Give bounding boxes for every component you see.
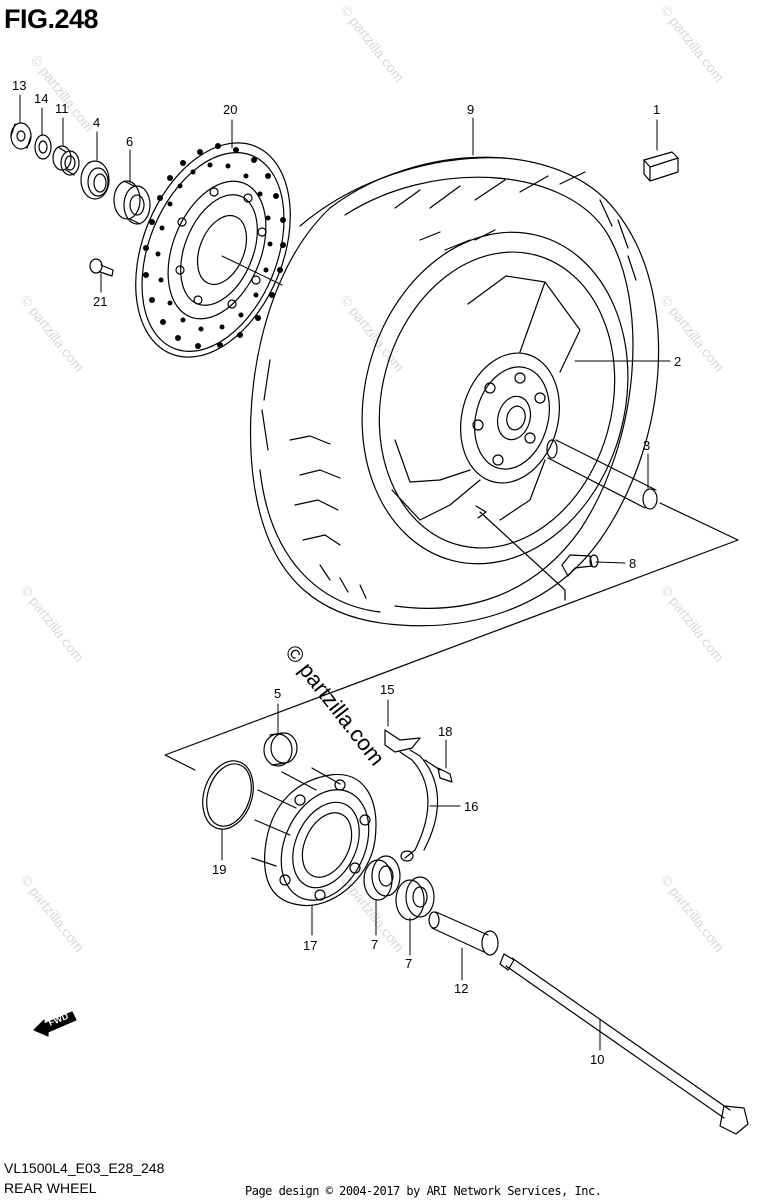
part-21-bolt[interactable] — [89, 258, 114, 277]
watermark-tile: © partzilla.com — [338, 292, 408, 375]
watermark-tile: © partzilla.com — [658, 292, 728, 375]
watermark-tile: © partzilla.com — [658, 582, 728, 665]
callout-11: 11 — [55, 101, 69, 116]
part-1-balancer-weight[interactable] — [643, 151, 679, 182]
callout-10: 10 — [590, 1052, 604, 1067]
callout-labels: 13 14 11 4 6 20 21 9 1 2 3 8 5 15 18 16 … — [12, 78, 681, 1067]
callout-16: 16 — [464, 799, 478, 814]
footer-credit: Page design © 2004-2017 by ARI Network S… — [245, 1184, 602, 1198]
callout-8: 8 — [629, 556, 636, 571]
watermark-tile: © partzilla.com — [18, 292, 88, 375]
watermark-tile: © partzilla.com — [658, 872, 728, 955]
exploded-view-outline — [164, 502, 739, 771]
callout-21: 21 — [93, 294, 107, 309]
callout-17: 17 — [303, 938, 317, 953]
callout-18: 18 — [438, 724, 452, 739]
watermark-tile: © partzilla.com — [18, 582, 88, 665]
part-5-damper[interactable] — [263, 732, 298, 767]
part-17-rear-hub[interactable] — [251, 767, 386, 914]
callout-9: 9 — [467, 102, 474, 117]
fwd-arrow-icon — [33, 1011, 77, 1037]
callout-3: 3 — [643, 438, 650, 453]
callout-13: 13 — [12, 78, 26, 93]
part-13-nut[interactable] — [10, 122, 32, 150]
part-3-spacer[interactable] — [546, 439, 658, 510]
part-12-spacer[interactable] — [428, 911, 499, 956]
part-14-washer[interactable] — [34, 134, 52, 160]
part-20-brake-disc[interactable] — [106, 120, 320, 380]
part-7-bearing-right[interactable] — [395, 876, 435, 921]
part-6-bearing[interactable] — [113, 180, 151, 225]
callout-19: 19 — [212, 862, 226, 877]
part-8-valve[interactable] — [561, 554, 599, 577]
callout-15: 15 — [380, 682, 394, 697]
callout-4: 4 — [93, 115, 100, 130]
figure-code: VL1500L4_E03_E28_248 — [4, 1160, 165, 1176]
figure-name: REAR WHEEL — [4, 1180, 97, 1196]
part-7-bearing-left[interactable] — [363, 855, 401, 901]
part-10-axle[interactable] — [499, 953, 749, 1135]
watermark-tiles: © partzilla.com © partzilla.com © partzi… — [18, 2, 728, 955]
figure-title: FIG.248 — [4, 4, 99, 34]
part-2-wheel[interactable] — [326, 202, 664, 594]
part-19-o-ring[interactable] — [194, 754, 261, 835]
callout-5: 5 — [274, 686, 281, 701]
callout-12: 12 — [454, 981, 468, 996]
callout-7b: 7 — [405, 956, 412, 971]
part-18-bolt[interactable] — [424, 759, 453, 783]
watermark-tile: © partzilla.com — [338, 2, 408, 85]
callout-20: 20 — [223, 102, 237, 117]
callout-6: 6 — [126, 134, 133, 149]
callout-14: 14 — [34, 91, 48, 106]
callout-2: 2 — [674, 354, 681, 369]
watermark-tile: © partzilla.com — [18, 872, 88, 955]
part-15-clip[interactable] — [384, 729, 421, 753]
part-4-oil-seal[interactable] — [80, 160, 110, 200]
callout-1: 1 — [653, 102, 660, 117]
part-9-tire[interactable] — [249, 156, 660, 627]
leader-lines — [19, 94, 671, 1051]
part-16-sensor-bracket[interactable] — [399, 749, 439, 862]
watermark-tile: © partzilla.com — [658, 2, 728, 85]
part-11-spacer[interactable] — [52, 145, 80, 176]
callout-7a: 7 — [371, 937, 378, 952]
